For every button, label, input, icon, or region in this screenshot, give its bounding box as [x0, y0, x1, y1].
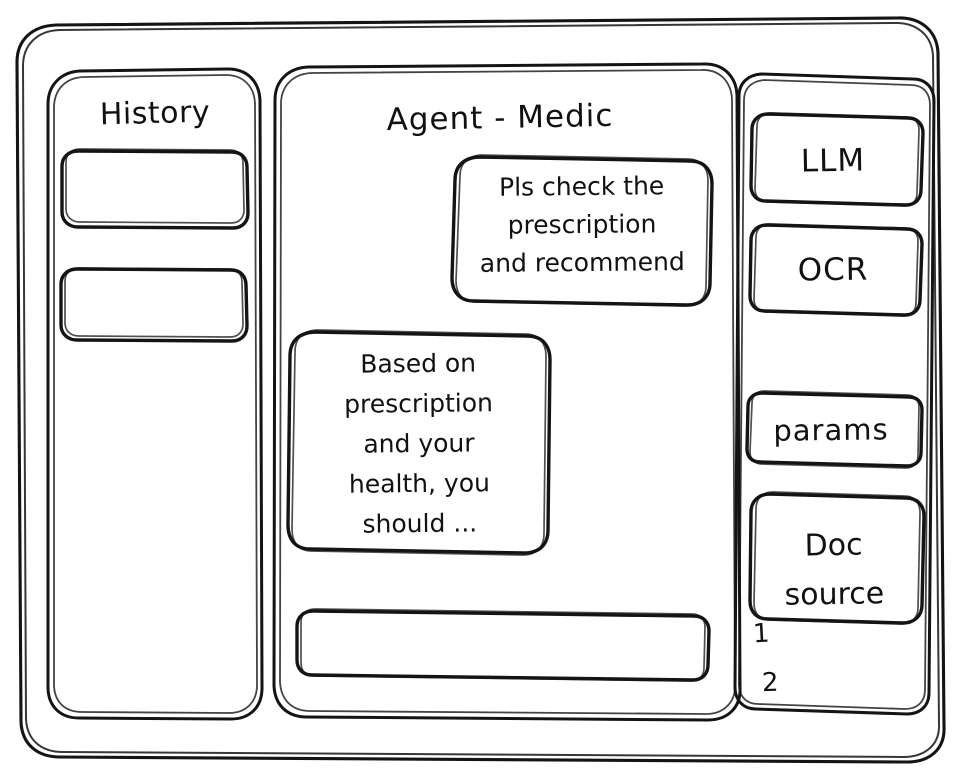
- message-composer-input[interactable]: [297, 609, 709, 681]
- message-bubble-agent: [288, 330, 550, 555]
- tool-llm-button[interactable]: [751, 113, 923, 206]
- tool-params-button[interactable]: [747, 391, 922, 468]
- doc-source-button[interactable]: [750, 492, 924, 624]
- history-item-1[interactable]: [62, 149, 248, 228]
- tool-ocr-button[interactable]: [750, 224, 922, 316]
- message-bubble-user: [452, 155, 712, 306]
- history-item-2[interactable]: [61, 268, 247, 341]
